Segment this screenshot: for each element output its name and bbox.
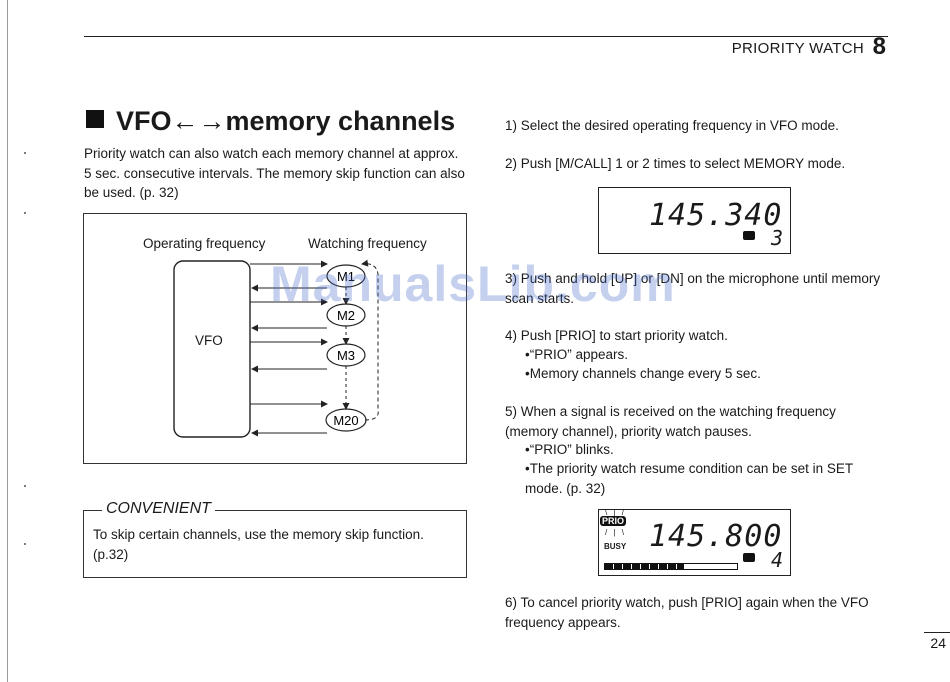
convenient-text: To skip certain channels, use the memory… [93,527,424,562]
step-5-bullet-b: •The priority watch resume condition can… [525,461,853,496]
channel-m3-label: M3 [337,348,355,363]
step-1: 1) Select the desired operating frequenc… [505,118,839,133]
memory-indicator-icon [743,231,755,240]
prio-blink-icon: \ | / [605,508,626,517]
lcd1-channel: 3 [771,226,784,250]
step-4: 4) Push [PRIO] to start priority watch. [505,328,728,343]
margin-dot [24,152,26,154]
prio-indicator: PRIO [600,516,627,526]
step-4-bullet-a: •“PRIO” appears. [525,347,629,362]
memory-indicator-icon [743,553,755,562]
chapter-number: 8 [872,33,886,60]
channel-m20: M20 [325,408,367,432]
section-title-text: VFO←→memory channels [116,106,456,136]
watermark: ManualsLib.com [270,256,676,312]
step-5: 5) When a signal is received on the watc… [505,404,836,439]
channel-m3: M3 [326,343,366,367]
prio-blink-icon-bottom: / | \ [605,528,626,537]
step-4-bullet-b: •Memory channels change every 5 sec. [525,366,761,381]
page-number: 24 [924,632,950,651]
busy-indicator: BUSY [604,542,627,551]
watching-frequency-label: Watching frequency [308,236,427,251]
diagram-svg: Operating frequency Watching frequency V… [143,236,427,438]
lcd2-channel: 4 [771,548,784,572]
header-title: PRIORITY WATCH [731,40,864,57]
header-rule [84,36,888,37]
signal-meter-fill [605,564,685,569]
scan-return-path [361,259,379,421]
step-2: 2) Push [M/CALL] 1 or 2 times to select … [505,156,846,171]
margin-dot [24,212,26,214]
lcd-display-2: PRIO \ | / / | \ BUSY 145.800 4 [598,508,791,576]
vfo-box [173,260,251,438]
step-3: 3) Push and hold [UP] or [DN] on the mic… [505,271,881,306]
margin-dot [24,485,26,487]
left-margin-rule [7,0,8,682]
convenient-title: CONVENIENT [102,500,215,518]
channel-m2-label: M2 [337,308,355,323]
channel-m20-label: M20 [333,413,358,428]
intro-paragraph: Priority watch can also watch each memor… [84,146,465,200]
lcd-display-1: 145.340 3 [598,187,791,254]
margin-dot [24,543,26,545]
channel-m2: M2 [326,303,366,327]
lcd1-frequency: 145.340 [649,198,783,233]
vfo-label: VFO [195,333,223,348]
section-title: VFO←→memory channels [86,106,455,137]
operating-frequency-label: Operating frequency [143,236,266,251]
channel-m1: M1 [326,264,366,288]
priority-watch-diagram: Operating frequency Watching frequency V… [83,213,467,464]
step-6: 6) To cancel priority watch, push [PRIO]… [505,595,869,630]
lcd2-frequency: 145.800 [649,519,783,554]
channel-m1-label: M1 [337,269,355,284]
convenient-box [83,510,467,578]
signal-meter [604,563,738,570]
step-5-bullet-a: •“PRIO” blinks. [525,442,614,457]
section-bullet-icon [86,110,104,128]
